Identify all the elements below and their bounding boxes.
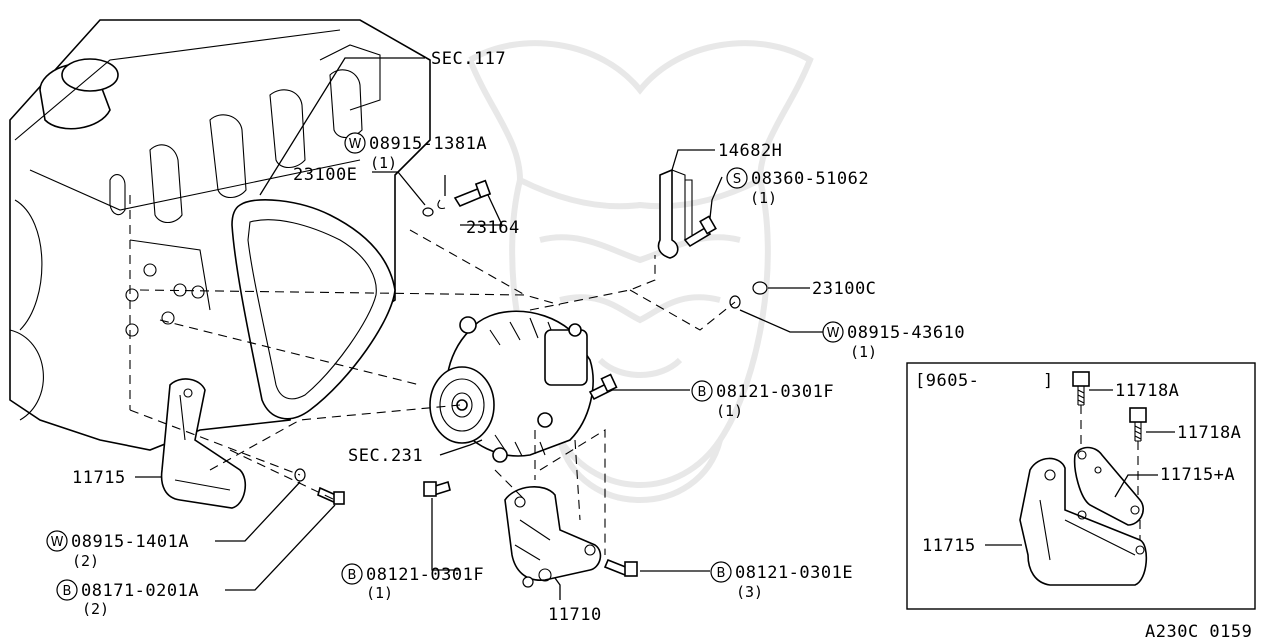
washer-23100E (422, 207, 434, 217)
label-sec117: SEC.117 (431, 49, 506, 69)
bolt-0201A (317, 486, 345, 505)
label-11710: 11710 (548, 605, 602, 625)
washer-marker-2 (822, 321, 844, 343)
label-b0301E: 08121-0301E (735, 563, 853, 583)
inset-date-open: [9605- (915, 371, 979, 391)
qty-s51062: (1) (750, 189, 777, 207)
bolt-0301F-upper (588, 373, 618, 401)
screw-marker (726, 167, 748, 189)
label-11715: 11715 (72, 468, 126, 488)
bolt-marker-3 (341, 563, 363, 585)
v-belt (231, 199, 396, 420)
label-23164: 23164 (466, 218, 520, 238)
qty-w43610: (1) (850, 343, 877, 361)
washer-marker-2-letter: W (827, 326, 840, 341)
washer-marker-letter: W (349, 137, 362, 152)
label-sec231: SEC.231 (348, 446, 423, 466)
qty-w1401: (2) (72, 552, 99, 570)
label-14682H: 14682H (718, 141, 782, 161)
engine-block (9, 19, 431, 451)
bolt-marker-2 (56, 579, 78, 601)
bolt-23164 (453, 179, 492, 207)
bolt-marker-4 (710, 561, 732, 583)
label-b0301F-b: 08121-0301F (366, 565, 484, 585)
qty-w1381: (1) (370, 154, 397, 172)
label-23100E: 23100E (293, 165, 357, 185)
inset-bracket-11715 (1019, 457, 1148, 586)
inset-panel: [9605- ] 11718A (906, 362, 1256, 610)
label-23100C: 23100C (812, 279, 876, 299)
bolt-marker-1-letter: B (698, 385, 707, 400)
adjusting-bar (657, 168, 693, 259)
alternator (429, 310, 594, 463)
label-w1401: 08915-1401A (71, 532, 189, 552)
qty-b0301F-b: (1) (366, 584, 393, 602)
label-w43610: 08915-43610 (847, 323, 965, 343)
bolt-marker-1 (691, 380, 713, 402)
inset-label-11718A-2: 11718A (1177, 423, 1241, 443)
label-s51062: 08360-51062 (751, 169, 869, 189)
lock-washer-1381A (437, 199, 446, 209)
qty-b0201: (2) (82, 600, 109, 618)
inset-label-11715: 11715 (922, 536, 976, 556)
inset-label-11715A: 11715+A (1160, 465, 1235, 485)
label-b0201: 08171-0201A (81, 581, 199, 601)
bracket-11715 (160, 378, 247, 509)
inset-date-close: ] (1043, 371, 1054, 391)
assembly-lines (129, 195, 736, 555)
diagram-code: A230C 0159 (1145, 622, 1252, 639)
label-w1381: 08915-1381A (369, 134, 487, 154)
bolt-marker-4-letter: B (717, 566, 726, 581)
bolt-marker-2-letter: B (63, 584, 72, 599)
bolt-marker-3-letter: B (348, 568, 357, 583)
qty-b0301E: (3) (736, 583, 763, 601)
washer-marker (344, 132, 366, 154)
screw-marker-letter: S (733, 172, 741, 187)
leader-lines (135, 57, 825, 600)
inset-bolt-2 (1129, 407, 1147, 442)
bolt-0301F-lower (423, 480, 451, 497)
screw-51062 (683, 215, 717, 248)
washer-marker-3 (46, 530, 68, 552)
bolt-0301E (603, 558, 638, 577)
label-b0301F-a: 08121-0301F (716, 382, 834, 402)
bracket-11710 (504, 485, 602, 588)
inset-bracket-11715A (1073, 446, 1144, 526)
qty-b0301F-a: (1) (716, 402, 743, 420)
washer-marker-3-letter: W (51, 535, 64, 550)
inset-label-11718A-1: 11718A (1115, 381, 1179, 401)
nut-23100C (752, 281, 768, 295)
